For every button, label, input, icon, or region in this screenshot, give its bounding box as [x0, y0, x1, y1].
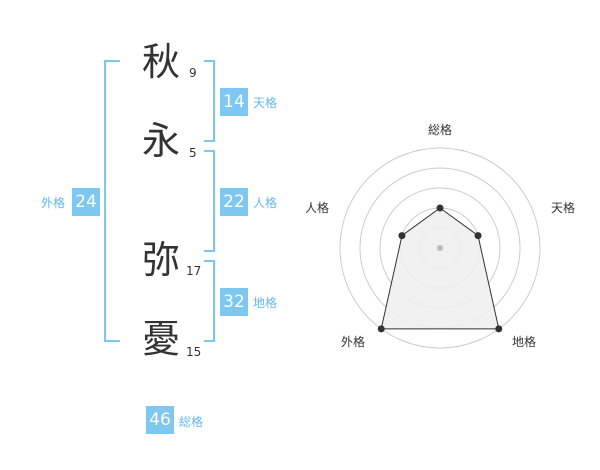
name-char-1: 秋 — [142, 40, 181, 84]
tenkaku-bracket — [204, 60, 215, 142]
chikaku-bracket — [204, 260, 215, 342]
soukaku-label: 総格 — [179, 415, 204, 429]
jinkaku-value: 22 — [220, 188, 248, 216]
radar-point-4 — [377, 325, 385, 333]
radar-points — [377, 204, 503, 333]
radar-label-gaikaku: 外格 — [341, 335, 366, 349]
name-char-4: 憂 — [142, 317, 181, 361]
radar-polygon — [380, 207, 500, 330]
chikaku-label: 地格 — [253, 296, 278, 310]
radar-center-dot — [437, 245, 443, 251]
soukaku-value: 46 — [146, 406, 174, 434]
name-char-2: 永 — [142, 119, 181, 163]
stroke-count-4: 15 — [186, 345, 202, 359]
radar-label-jinkaku: 人格 — [305, 201, 330, 215]
jinkaku-bracket — [204, 150, 215, 252]
tenkaku-label: 天格 — [253, 96, 278, 110]
jinkaku-label: 人格 — [253, 196, 278, 210]
radar-point-5 — [398, 232, 406, 240]
name-char-3: 弥 — [142, 238, 181, 282]
gaikaku-value: 24 — [72, 188, 100, 216]
radar-point-2 — [474, 232, 482, 240]
radar-point-3 — [495, 325, 503, 333]
tenkaku-value: 14 — [220, 88, 248, 116]
radar-label-chikaku: 地格 — [512, 335, 537, 349]
radar-label-tenkaku: 天格 — [551, 201, 576, 215]
radar-ring — [339, 147, 541, 349]
chikaku-value: 32 — [220, 288, 248, 316]
stroke-count-1: 9 — [189, 66, 197, 80]
gaikaku-bracket — [104, 60, 120, 342]
radar-label-soukaku: 総格 — [428, 123, 453, 137]
stroke-count-2: 5 — [189, 146, 197, 160]
gaikaku-label: 外格 — [41, 196, 66, 210]
stroke-count-3: 17 — [186, 264, 202, 278]
radar-point-1 — [436, 204, 444, 212]
